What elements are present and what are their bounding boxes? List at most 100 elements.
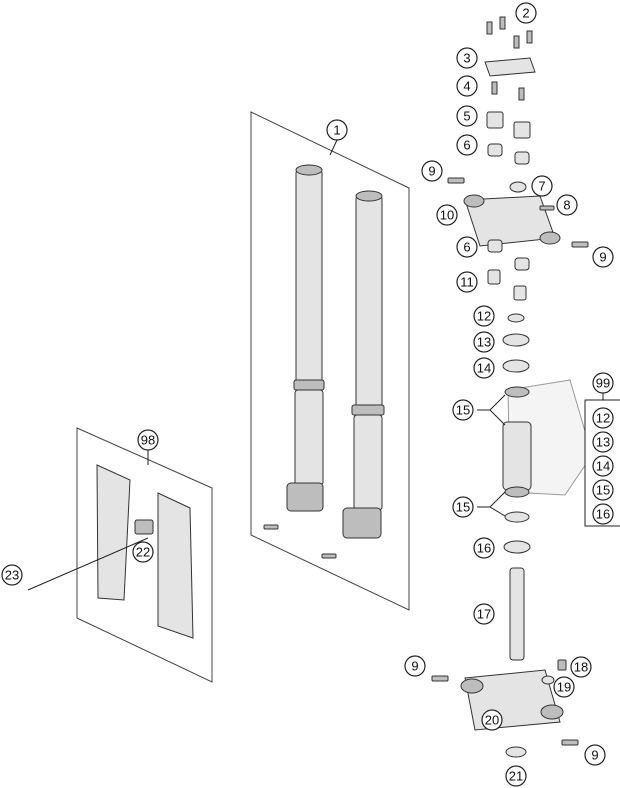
callout-c17: 17 bbox=[473, 603, 495, 625]
fork-guard-left bbox=[96, 464, 131, 601]
callout-label: 10 bbox=[440, 208, 454, 223]
fork-legs-panel bbox=[250, 111, 410, 611]
race-14 bbox=[502, 359, 530, 373]
callout-label: 18 bbox=[574, 660, 588, 675]
callout-circle bbox=[452, 496, 474, 518]
callout-label: 6 bbox=[463, 138, 470, 153]
callout-label: 15 bbox=[456, 403, 470, 418]
callout-c3: 3 bbox=[456, 47, 478, 69]
callout-label: 99 bbox=[596, 376, 610, 391]
bolt-9b bbox=[571, 241, 589, 248]
callout-c15b: 15 bbox=[452, 496, 474, 518]
bolts-part-4 bbox=[491, 81, 525, 101]
bolt-9a bbox=[447, 177, 465, 184]
callout-c14: 14 bbox=[473, 357, 495, 379]
callout-circle bbox=[592, 431, 614, 453]
callout-label: 7 bbox=[538, 179, 545, 194]
callout-label: 9 bbox=[599, 250, 606, 265]
callout-label: 8 bbox=[563, 198, 570, 213]
fork-guard-right bbox=[157, 492, 194, 639]
callout-label: 98 bbox=[141, 433, 155, 448]
callout-circle bbox=[456, 271, 478, 293]
fork-leg-right bbox=[342, 190, 385, 539]
callout-c12: 12 bbox=[473, 305, 495, 327]
callout-circle bbox=[456, 75, 478, 97]
callout-circle bbox=[452, 399, 474, 421]
callout-c21: 21 bbox=[505, 765, 527, 787]
callout-c11: 11 bbox=[456, 271, 478, 293]
callout-circle bbox=[592, 372, 614, 394]
kit-99-item-label: 12 bbox=[596, 411, 610, 426]
rubber-bushings-part-6-upper bbox=[487, 143, 530, 165]
callout-label: 3 bbox=[463, 51, 470, 66]
bolt-9c bbox=[431, 675, 449, 682]
steering-stem-17 bbox=[509, 567, 525, 661]
kit-99-item: 15 bbox=[592, 479, 614, 501]
callout-label: 15 bbox=[456, 500, 470, 515]
kit-99-item: 13 bbox=[592, 431, 614, 453]
nut-7 bbox=[509, 181, 527, 193]
callout-circle bbox=[584, 744, 606, 766]
callout-c9d: 9 bbox=[584, 744, 606, 766]
callout-c6a: 6 bbox=[456, 134, 478, 156]
callout-circle bbox=[132, 541, 154, 563]
callout-c99: 99 bbox=[592, 372, 614, 394]
callout-circle bbox=[456, 47, 478, 69]
bearing-16 bbox=[503, 540, 531, 554]
callout-label: 23 bbox=[5, 568, 19, 583]
callout-circle bbox=[473, 603, 495, 625]
callout-label: 9 bbox=[411, 659, 418, 674]
callout-circle bbox=[481, 709, 503, 731]
callout-circle bbox=[473, 305, 495, 327]
callout-circle bbox=[531, 175, 553, 197]
callout-circle bbox=[473, 537, 495, 559]
race-15-lower bbox=[504, 511, 530, 523]
part-19 bbox=[541, 675, 555, 685]
kit-99-item-label: 13 bbox=[596, 435, 610, 450]
rubber-bushings-part-6-lower bbox=[487, 239, 530, 271]
callout-c20: 20 bbox=[481, 709, 503, 731]
nut-21 bbox=[505, 746, 527, 758]
callout-c16: 16 bbox=[473, 537, 495, 559]
callout-label: 20 bbox=[485, 713, 499, 728]
upper-triple-clamp bbox=[463, 194, 561, 247]
kit-99-item-label: 14 bbox=[596, 459, 610, 474]
callout-label: 5 bbox=[463, 109, 470, 124]
callout-circle bbox=[473, 331, 495, 353]
callout-label: 12 bbox=[477, 309, 491, 324]
callout-label: 19 bbox=[557, 680, 571, 695]
callout-circle bbox=[556, 194, 578, 216]
kit-99-item: 14 bbox=[592, 455, 614, 477]
callout-label: 2 bbox=[522, 6, 529, 21]
callout-circle bbox=[404, 655, 426, 677]
callout-c1: 1 bbox=[326, 119, 348, 141]
callout-label: 1 bbox=[333, 123, 340, 138]
callout-circle bbox=[515, 2, 537, 24]
callout-circle bbox=[1, 564, 23, 586]
callout-c22: 22 bbox=[132, 541, 154, 563]
callout-c13: 13 bbox=[473, 331, 495, 353]
callout-label: 13 bbox=[477, 335, 491, 350]
callout-label: 9 bbox=[428, 164, 435, 179]
callout-c6b: 6 bbox=[456, 236, 478, 258]
callout-label: 16 bbox=[477, 541, 491, 556]
callout-circle bbox=[553, 676, 575, 698]
callout-label: 6 bbox=[463, 240, 470, 255]
seal-12 bbox=[507, 313, 525, 323]
bolt-9d bbox=[561, 739, 579, 746]
fork-bolts bbox=[263, 524, 337, 559]
callout-circle bbox=[421, 160, 443, 182]
kit-99-item: 16 bbox=[592, 503, 614, 525]
handlebar-clamp-upper bbox=[484, 57, 536, 77]
callout-label: 21 bbox=[509, 769, 523, 784]
bearing-13 bbox=[502, 333, 530, 347]
callout-circle bbox=[505, 765, 527, 787]
callout-c7: 7 bbox=[531, 175, 553, 197]
callout-circle bbox=[570, 656, 592, 678]
callout-circle bbox=[137, 429, 159, 451]
bolts-part-2 bbox=[486, 16, 533, 49]
callout-circle bbox=[456, 236, 478, 258]
callout-label: 4 bbox=[463, 79, 470, 94]
